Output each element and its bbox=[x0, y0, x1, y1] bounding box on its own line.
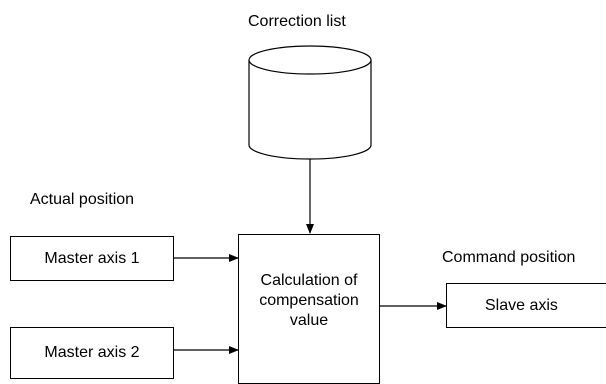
calculation-line-1: Calculation of bbox=[260, 272, 358, 289]
diagram-canvas bbox=[173, 45, 447, 354]
master-axis-2-label: Master axis 2 bbox=[44, 344, 140, 361]
calculation-box: Calculation of compensation value bbox=[238, 234, 380, 384]
database-cylinder-icon bbox=[248, 45, 372, 160]
master-axis-1-box: Master axis 1 bbox=[10, 236, 174, 281]
command-position-heading: Command position bbox=[442, 249, 576, 266]
database-label: Correction list bbox=[248, 13, 346, 30]
master-axis-1-label: Master axis 1 bbox=[44, 249, 140, 267]
calculation-line-2: compensation bbox=[259, 292, 359, 309]
calculation-line-3: value bbox=[289, 312, 329, 329]
master-axis-2-box: Master axis 2 bbox=[10, 327, 174, 379]
slave-axis-box: Slave axis bbox=[446, 283, 606, 328]
slave-axis-label: Slave axis bbox=[485, 296, 558, 314]
actual-position-heading: Actual position bbox=[30, 191, 135, 208]
